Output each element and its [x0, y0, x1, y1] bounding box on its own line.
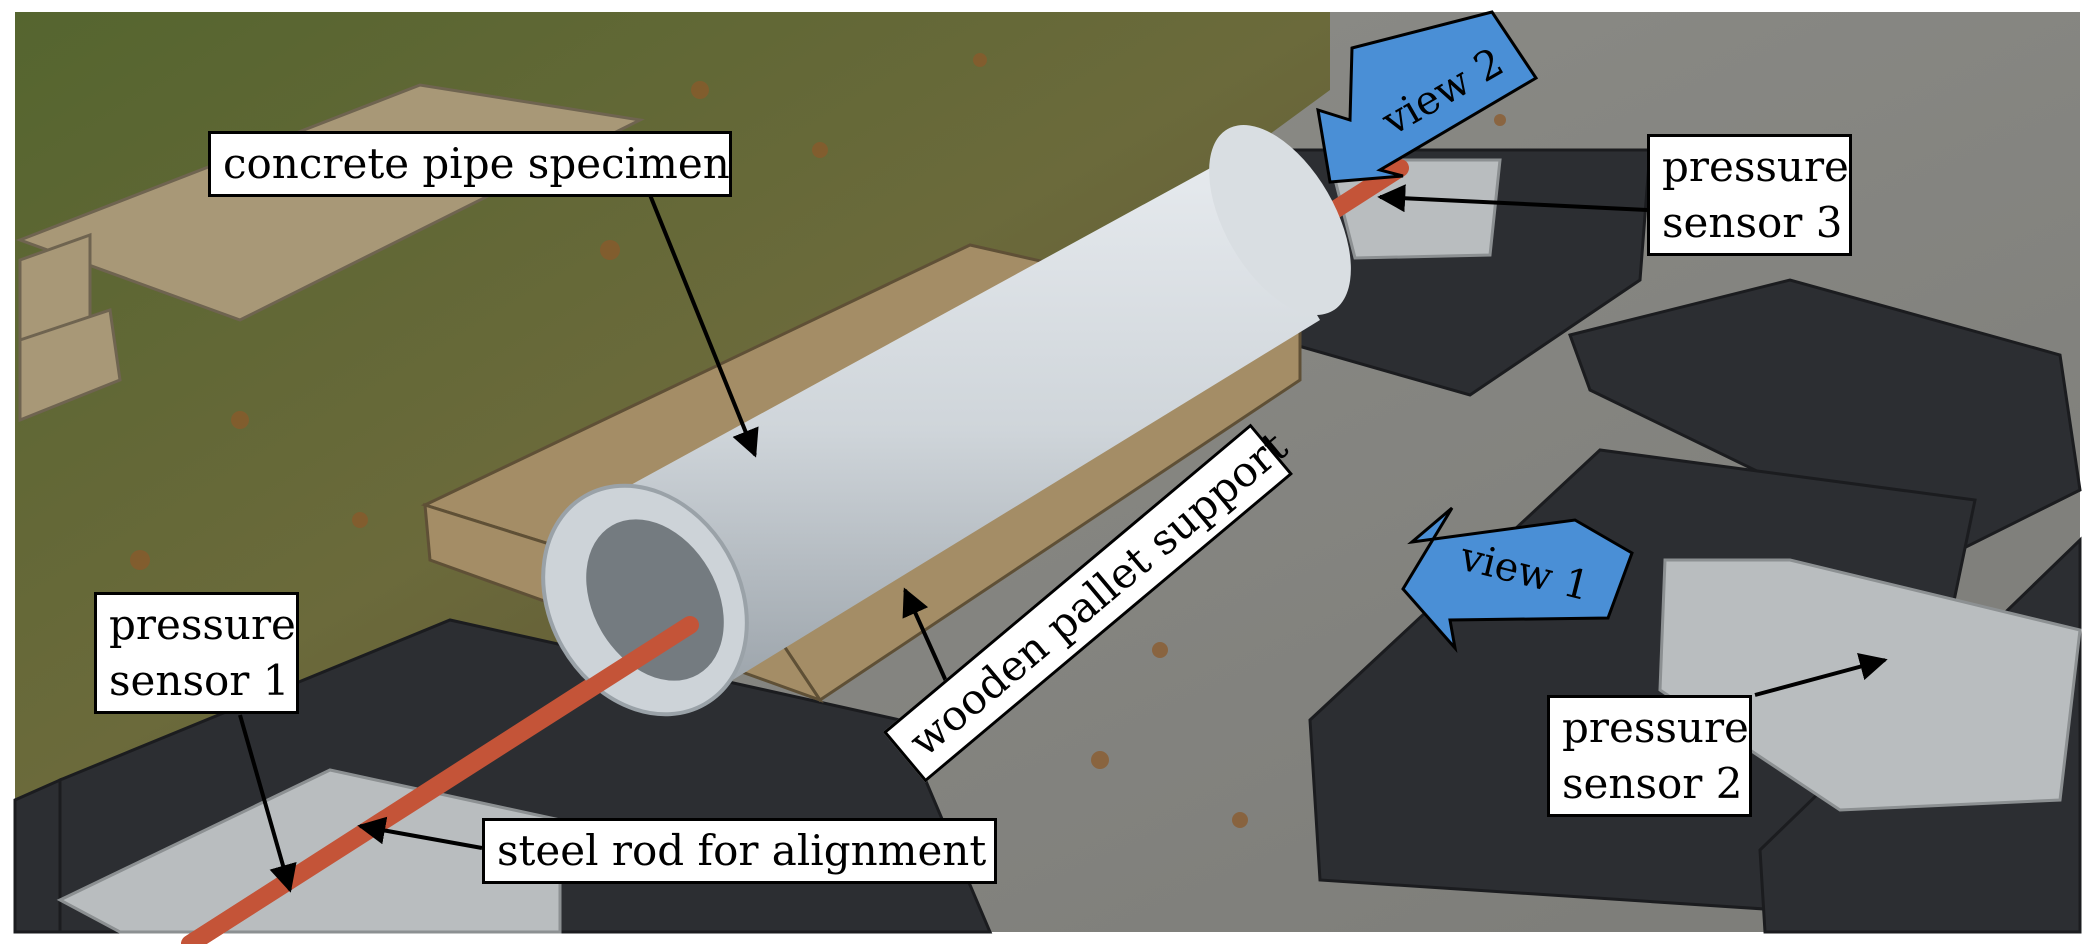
concrete-pipe: [541, 125, 1351, 717]
label-pressure-sensor-2: pressure sensor 2: [1547, 695, 1752, 817]
label-pressure-sensor-3: pressure sensor 3: [1647, 134, 1852, 256]
label-steel-rod-text: steel rod for alignment: [497, 826, 987, 875]
label-steel-rod: steel rod for alignment: [482, 818, 997, 884]
view-1-arrow: [1401, 506, 1634, 654]
view-2-arrow: [1316, 10, 1539, 184]
label-concrete-pipe: concrete pipe specimen: [208, 131, 732, 197]
label-pressure-sensor-1-line2: sensor 1: [109, 656, 290, 705]
label-pressure-sensor-1: pressure sensor 1: [94, 592, 299, 714]
sensor-plates: [56, 158, 2082, 934]
label-pressure-sensor-2-line1: pressure: [1562, 703, 1749, 752]
label-pressure-sensor-3-line1: pressure: [1662, 142, 1849, 191]
leader-arrows: [238, 184, 1888, 893]
label-concrete-pipe-text: concrete pipe specimen: [223, 139, 730, 188]
label-pressure-sensor-2-line2: sensor 2: [1562, 759, 1743, 808]
label-pressure-sensor-3-line2: sensor 3: [1662, 198, 1843, 247]
label-pressure-sensor-1-line1: pressure: [109, 600, 296, 649]
